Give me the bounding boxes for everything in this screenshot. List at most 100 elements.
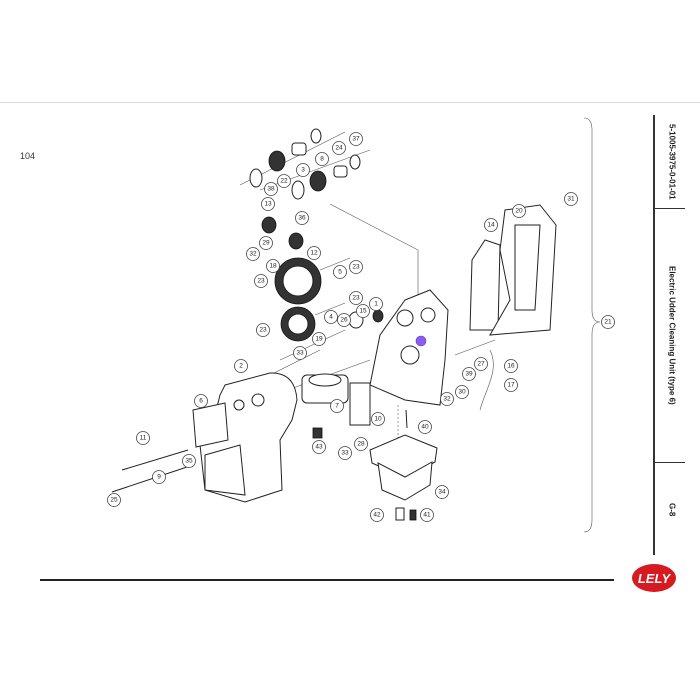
svg-text:17: 17 — [507, 382, 515, 389]
svg-text:8: 8 — [320, 156, 324, 163]
svg-text:18: 18 — [269, 263, 277, 270]
callout-20: 20 — [512, 204, 526, 218]
callout-1: 1 — [369, 297, 383, 311]
gear-assembly — [239, 128, 384, 342]
callout-18: 18 — [266, 259, 280, 273]
page-number: 104 — [20, 151, 36, 161]
assembly-bracket — [583, 117, 601, 533]
svg-text:16: 16 — [507, 363, 515, 370]
svg-text:9: 9 — [157, 474, 161, 481]
svg-text:24: 24 — [335, 145, 343, 152]
header-divider — [0, 102, 700, 103]
base-tank — [369, 405, 438, 521]
callout-43: 43 — [312, 440, 326, 454]
callout-16: 16 — [504, 359, 518, 373]
callout-4: 4 — [324, 310, 338, 324]
callout-14: 14 — [484, 218, 498, 232]
callout-32: 32 — [440, 392, 454, 406]
callout-39: 39 — [462, 367, 476, 381]
callout-23: 23 — [349, 291, 363, 305]
svg-text:7: 7 — [335, 403, 339, 410]
callout-23: 23 — [254, 274, 268, 288]
svg-text:6: 6 — [199, 398, 203, 405]
callout-8: 8 — [315, 152, 329, 166]
svg-text:19: 19 — [315, 336, 323, 343]
callout-34: 34 — [435, 485, 449, 499]
callout-23: 23 — [349, 260, 363, 274]
svg-text:33: 33 — [296, 350, 304, 357]
svg-text:20: 20 — [515, 208, 523, 215]
callout-30: 30 — [455, 385, 469, 399]
svg-text:29: 29 — [262, 240, 270, 247]
side-cover — [454, 204, 557, 411]
svg-text:36: 36 — [298, 215, 306, 222]
callout-38: 38 — [264, 182, 278, 196]
callout-10: 10 — [371, 412, 385, 426]
callout-24: 24 — [332, 141, 346, 155]
highlight-marker — [415, 335, 427, 347]
callout-31: 31 — [564, 192, 578, 206]
callout-labels: 3724832238133629123218523232311526419231… — [107, 117, 615, 533]
svg-text:39: 39 — [465, 371, 473, 378]
front-housing — [111, 349, 371, 503]
footer-divider — [40, 579, 614, 581]
svg-text:32: 32 — [249, 251, 257, 258]
svg-text:30: 30 — [458, 389, 466, 396]
callout-27: 27 — [474, 357, 488, 371]
svg-text:41: 41 — [423, 512, 431, 519]
svg-text:4: 4 — [329, 314, 333, 321]
callout-21: 21 — [601, 315, 615, 329]
svg-text:14: 14 — [487, 222, 495, 229]
svg-text:40: 40 — [421, 424, 429, 431]
document-title: Electric Udder Cleaning Unit (type 6) — [667, 265, 677, 405]
svg-text:21: 21 — [604, 319, 612, 326]
svg-text:23: 23 — [257, 278, 265, 285]
svg-text:28: 28 — [357, 441, 365, 448]
callout-42: 42 — [370, 508, 384, 522]
callout-33: 33 — [338, 446, 352, 460]
svg-text:1: 1 — [374, 301, 378, 308]
callout-7: 7 — [330, 399, 344, 413]
callout-29: 29 — [259, 236, 273, 250]
section-code: G-8 — [667, 503, 677, 517]
svg-text:34: 34 — [438, 489, 446, 496]
callout-23: 23 — [256, 323, 270, 337]
callout-11: 11 — [136, 431, 150, 445]
svg-text:37: 37 — [352, 136, 360, 143]
callout-35: 35 — [182, 454, 196, 468]
svg-text:LELY: LELY — [638, 571, 672, 586]
svg-text:33: 33 — [341, 450, 349, 457]
svg-text:23: 23 — [352, 295, 360, 302]
callout-22: 22 — [277, 174, 291, 188]
svg-text:13: 13 — [264, 201, 272, 208]
svg-text:31: 31 — [567, 196, 575, 203]
callout-36: 36 — [295, 211, 309, 225]
callout-41: 41 — [420, 508, 434, 522]
callout-37: 37 — [349, 132, 363, 146]
callout-12: 12 — [307, 246, 321, 260]
svg-text:38: 38 — [267, 186, 275, 193]
svg-text:25: 25 — [110, 497, 118, 504]
callout-17: 17 — [504, 378, 518, 392]
svg-text:3: 3 — [301, 167, 305, 174]
sidebar-divider — [653, 462, 685, 463]
lely-logo: LELY — [632, 564, 676, 592]
motor-and-board — [279, 329, 371, 439]
svg-text:11: 11 — [140, 435, 147, 442]
svg-text:35: 35 — [185, 458, 193, 465]
callout-40: 40 — [418, 420, 432, 434]
callout-25: 25 — [107, 493, 121, 507]
callout-15: 15 — [356, 304, 370, 318]
svg-text:22: 22 — [280, 178, 288, 185]
sidebar-rule — [653, 115, 655, 555]
callout-32: 32 — [246, 247, 260, 261]
callout-2: 2 — [234, 359, 248, 373]
svg-text:15: 15 — [359, 308, 367, 315]
svg-text:10: 10 — [374, 416, 382, 423]
document-code: 5-1005-3975-0-01-01 — [667, 124, 677, 200]
svg-text:23: 23 — [259, 327, 267, 334]
callout-6: 6 — [194, 394, 208, 408]
callout-5: 5 — [333, 265, 347, 279]
svg-text:32: 32 — [443, 396, 451, 403]
